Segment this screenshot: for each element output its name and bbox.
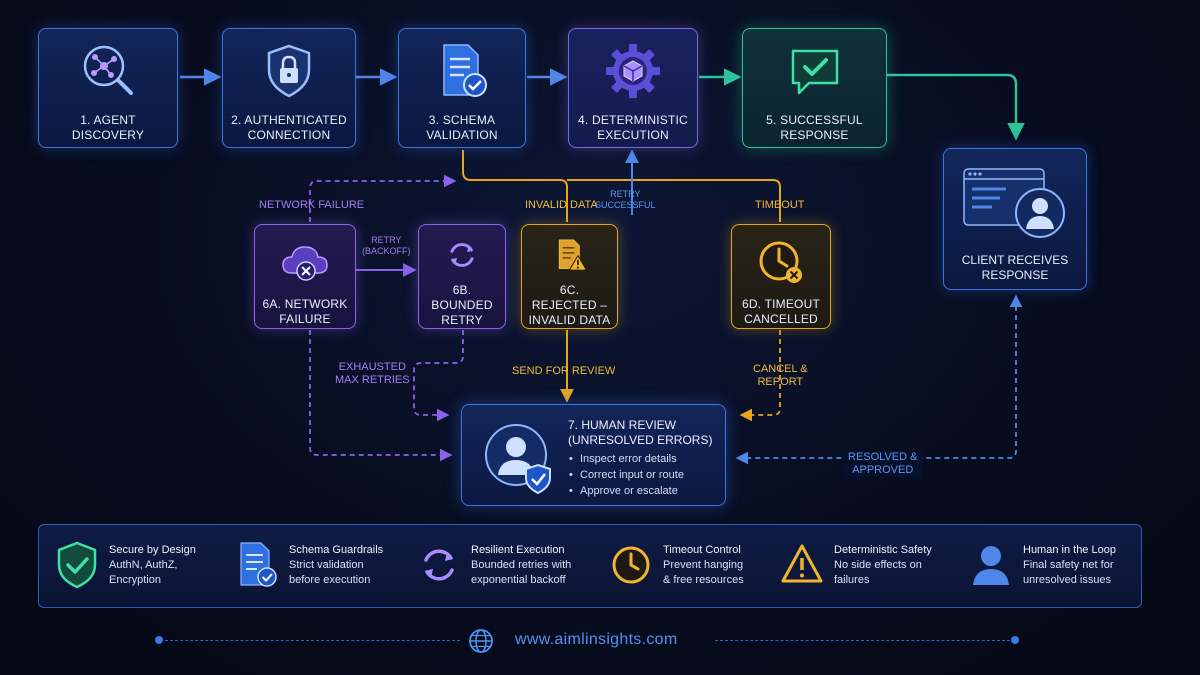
edge-label-resolved: Resolved & Approved (844, 451, 922, 477)
human-review-subtitle: (Unresolved Errors) (568, 433, 713, 447)
edge-label-cancel-report: Cancel & Report (753, 363, 808, 389)
human-review-heading: 7. Human Review (568, 418, 677, 432)
step-agent-discovery[interactable]: 1. Agent Discovery (38, 28, 178, 148)
list-item: Correct input or route (569, 467, 684, 483)
step-successful-response[interactable]: 5. Successful Response (742, 28, 887, 148)
feature-line: Encryption (109, 574, 161, 586)
failure-bounded-retry[interactable]: 6B. Bounded Retry (418, 224, 506, 329)
edge-label-retry-backoff: Retry (Backoff) (362, 235, 411, 257)
shield-lock-icon (267, 44, 311, 98)
step-authenticated-connection[interactable]: 2. Authenticated Connection (222, 28, 356, 148)
feature-title: Deterministic Safety (834, 544, 932, 556)
failure-network-failure[interactable]: 6A. Network Failure (254, 224, 356, 329)
user-icon (973, 546, 1009, 585)
footer-url-link[interactable]: www.aimlinsights.com (515, 631, 678, 648)
network-search-icon (83, 45, 133, 95)
user-shield-icon (485, 424, 551, 495)
footer-dot-left (155, 636, 163, 644)
document-warning-icon (558, 239, 587, 271)
feature-text: Timeout Control Prevent hanging & free r… (663, 543, 744, 588)
failure-label: 6C. Rejected – Invalid Data (528, 283, 611, 327)
failure-to-review-path (309, 330, 453, 462)
footer-line-left (165, 640, 460, 641)
edge-label-line: Retry (371, 235, 402, 245)
clock-x-icon (759, 241, 802, 283)
feature-line: Bounded retries with (471, 559, 572, 571)
edge-label-retry-successful: Retry Successful (595, 189, 656, 211)
shield-check-icon (57, 541, 97, 589)
exhausted-path (413, 330, 464, 422)
edge-label-network-failure: Network Failure (259, 199, 365, 211)
edge-label-line: Cancel & (753, 363, 808, 375)
edge-label-line: Successful (595, 200, 656, 210)
list-item: Approve or escalate (569, 483, 684, 499)
feature-text: Secure by Design AuthN, AuthZ, Encryptio… (109, 543, 196, 588)
clock-icon (612, 546, 650, 584)
feature-title: Human in the Loop (1023, 544, 1116, 556)
failure-label: 6B. Bounded Retry (431, 283, 493, 327)
human-review-title: 7. Human Review (Unresolved Errors) (568, 418, 712, 448)
step-label: 4. Deterministic Execution (578, 113, 688, 142)
feature-text: Schema Guardrails Strict validation befo… (289, 543, 383, 588)
failure-rejected-invalid[interactable]: 6C. Rejected – Invalid Data (521, 224, 618, 329)
feature-line: No side effects on (834, 559, 922, 571)
feature-line: before execution (289, 574, 371, 586)
feature-line: exponential backoff (471, 574, 566, 586)
failure-timeout-cancelled[interactable]: 6D. Timeout Cancelled (731, 224, 831, 329)
globe-icon (469, 629, 493, 653)
feature-line: Prevent hanging (663, 559, 744, 571)
feature-text: Human in the Loop Final safety net for u… (1023, 543, 1116, 588)
warning-triangle-icon (781, 544, 823, 583)
edge-label-exhausted: Exhausted Max Retries (335, 361, 410, 387)
step-label: 5. Successful Response (766, 113, 863, 142)
step-label: 1. Agent Discovery (71, 113, 145, 142)
feature-title: Secure by Design (109, 544, 196, 556)
step-label: 3. Schema Validation (426, 113, 498, 142)
human-review-box[interactable]: 7. Human Review (Unresolved Errors) Insp… (461, 404, 726, 506)
list-item: Inspect error details (569, 451, 684, 467)
chat-check-icon (791, 49, 838, 95)
edge-label-send-for-review: Send for Review (512, 365, 616, 377)
feature-text: Deterministic Safety No side effects on … (834, 543, 932, 588)
footer: www.aimlinsights.com (155, 625, 1020, 657)
client-label: Client Receives Response (961, 253, 1069, 282)
cloud-x-icon (282, 246, 328, 281)
step-deterministic-execution[interactable]: 4. Deterministic Execution (568, 28, 698, 148)
feature-line: failures (834, 574, 870, 586)
step-schema-validation[interactable]: 3. Schema Validation (398, 28, 526, 148)
browser-user-icon (963, 168, 1065, 238)
edge-label-line: (Backoff) (362, 246, 411, 256)
feature-line: Final safety net for (1023, 559, 1114, 571)
client-receives-response[interactable]: Client Receives Response (943, 148, 1087, 290)
feature-title: Timeout Control (663, 544, 741, 556)
document-check-icon (443, 44, 487, 97)
failure-label: 6A. Network Failure (262, 297, 348, 326)
edge-label-line: Retry (610, 189, 641, 199)
feature-line: unresolved issues (1023, 574, 1112, 586)
features-bar: Secure by Design AuthN, AuthZ, Encryptio… (38, 524, 1142, 608)
feature-line: AuthN, AuthZ, (109, 559, 178, 571)
edge-label-line: Max Retries (335, 374, 410, 386)
step-label: 2. Authenticated Connection (231, 113, 347, 142)
footer-dot-right (1011, 636, 1019, 644)
edge-label-line: Approved (852, 464, 914, 476)
feature-text: Resilient Execution Bounded retries with… (471, 543, 571, 588)
edge-label-timeout: Timeout (755, 199, 805, 211)
retry-arrows-icon (450, 243, 474, 267)
gear-cube-icon (606, 44, 660, 98)
document-check-icon (240, 542, 277, 587)
arrow-5-client (887, 73, 1025, 141)
feature-title: Schema Guardrails (289, 544, 384, 556)
edge-label-line: Exhausted (338, 361, 406, 373)
footer-line-right (715, 640, 1010, 641)
feature-line: Strict validation (289, 559, 364, 571)
retry-arrows-icon (424, 549, 454, 581)
failure-label: 6D. Timeout Cancelled (742, 297, 820, 326)
feature-title: Resilient Execution (471, 544, 565, 556)
edge-label-line: Resolved & (848, 451, 918, 463)
edge-label-line: Report (757, 376, 804, 388)
human-review-list: Inspect error details Correct input or r… (568, 451, 684, 499)
feature-line: & free resources (663, 574, 744, 586)
edge-label-invalid-data: Invalid Data (525, 199, 598, 211)
